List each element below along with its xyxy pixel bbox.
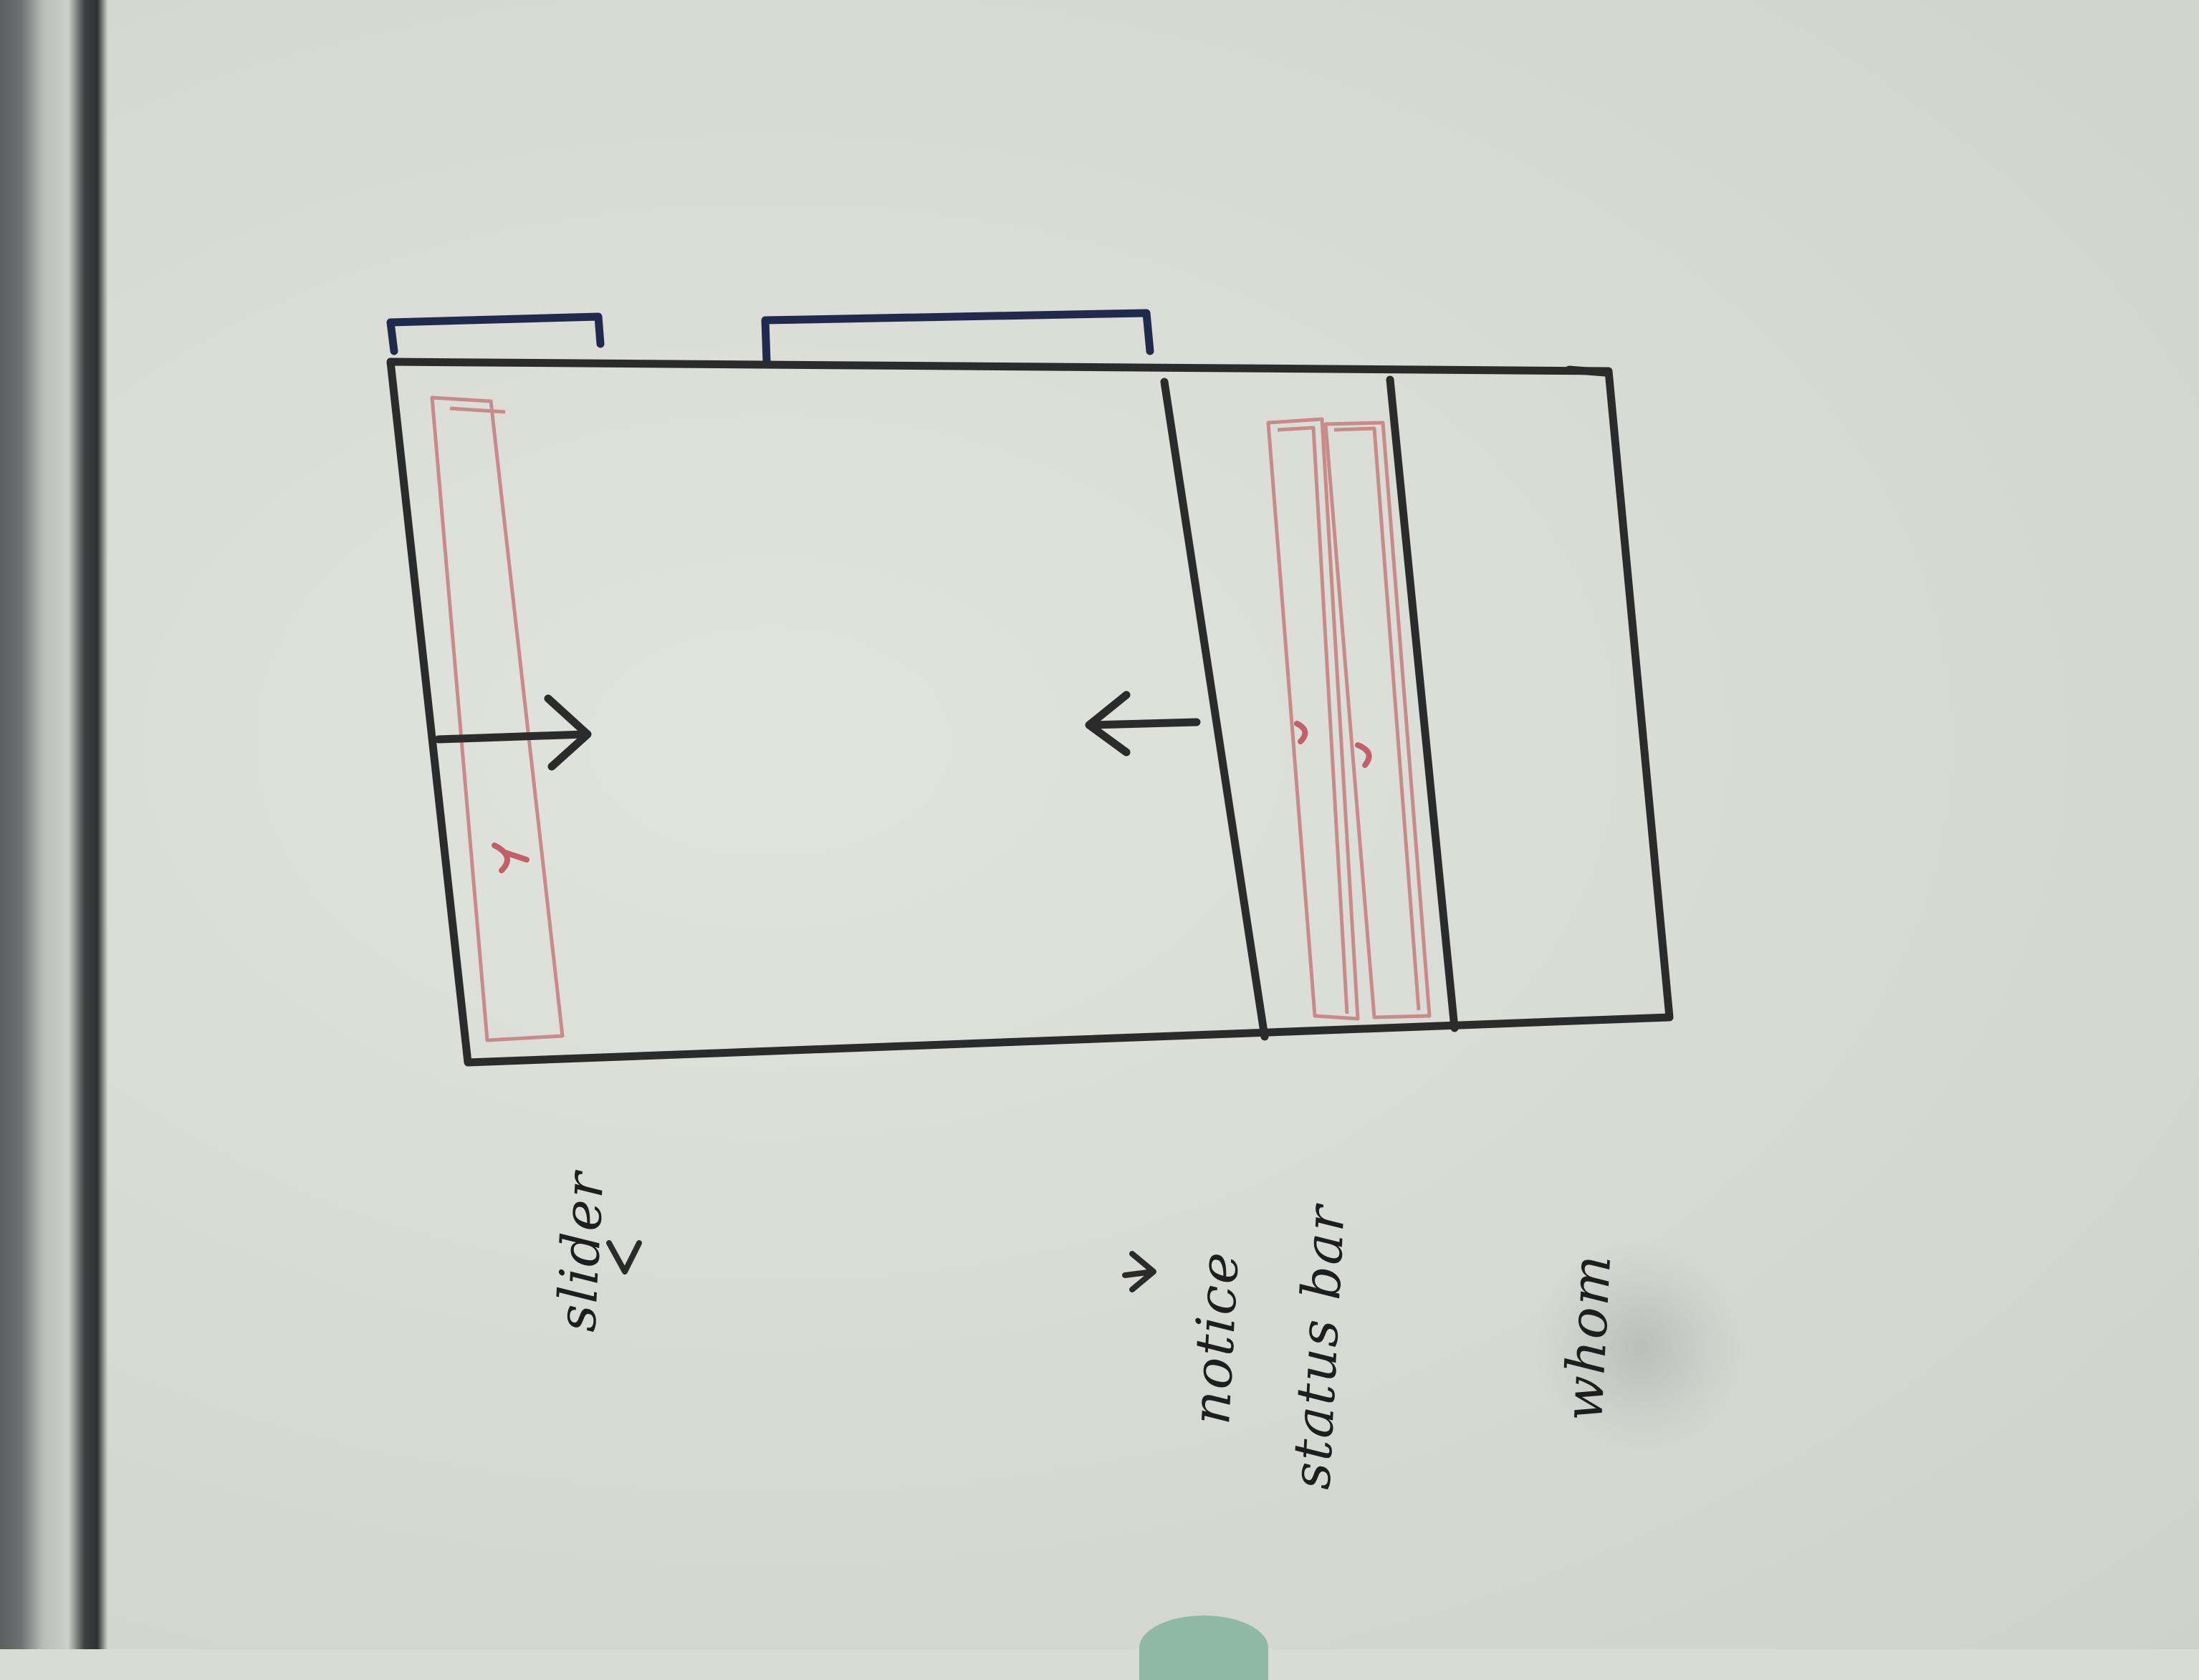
bracket-left bbox=[386, 312, 605, 355]
slider-strip-inner bbox=[449, 406, 506, 414]
slider-strip-glyph bbox=[492, 843, 530, 873]
label-notice: notice bbox=[1180, 1249, 1251, 1426]
label-whom-group: whom bbox=[1553, 1252, 1623, 1423]
arrow-down-icon bbox=[606, 1240, 642, 1275]
status-strip-2 bbox=[1323, 421, 1432, 1019]
label-slider: slider bbox=[546, 1168, 616, 1333]
label-slider-group: slider bbox=[546, 1168, 616, 1333]
divider-1 bbox=[1160, 378, 1269, 1041]
status-strip-2-inner bbox=[1333, 426, 1421, 1011]
frame-corner-tick bbox=[1565, 365, 1609, 377]
label-status: status bar bbox=[1280, 1201, 1357, 1491]
label-notice-group: notice bbox=[1180, 1249, 1251, 1426]
bracket-right bbox=[761, 309, 1154, 366]
status-strip-1 bbox=[1266, 417, 1360, 1021]
status-strip-2-glyph bbox=[1355, 742, 1372, 768]
layout-frame bbox=[386, 357, 1674, 1067]
whiteboard-frame-edge bbox=[0, 0, 107, 1649]
label-whom: whom bbox=[1553, 1252, 1623, 1423]
label-status-group: status bar bbox=[1280, 1201, 1357, 1491]
status-strip-1-inner bbox=[1277, 426, 1349, 1014]
arrow-left-icon bbox=[1085, 691, 1201, 757]
arrow-right-icon bbox=[434, 694, 592, 771]
slider-strip bbox=[430, 395, 565, 1042]
arrow-up-icon bbox=[1122, 1251, 1156, 1292]
eraser-smudge bbox=[1533, 1239, 1748, 1454]
divider-2 bbox=[1386, 375, 1459, 1032]
status-strip-1-glyph bbox=[1294, 721, 1308, 744]
